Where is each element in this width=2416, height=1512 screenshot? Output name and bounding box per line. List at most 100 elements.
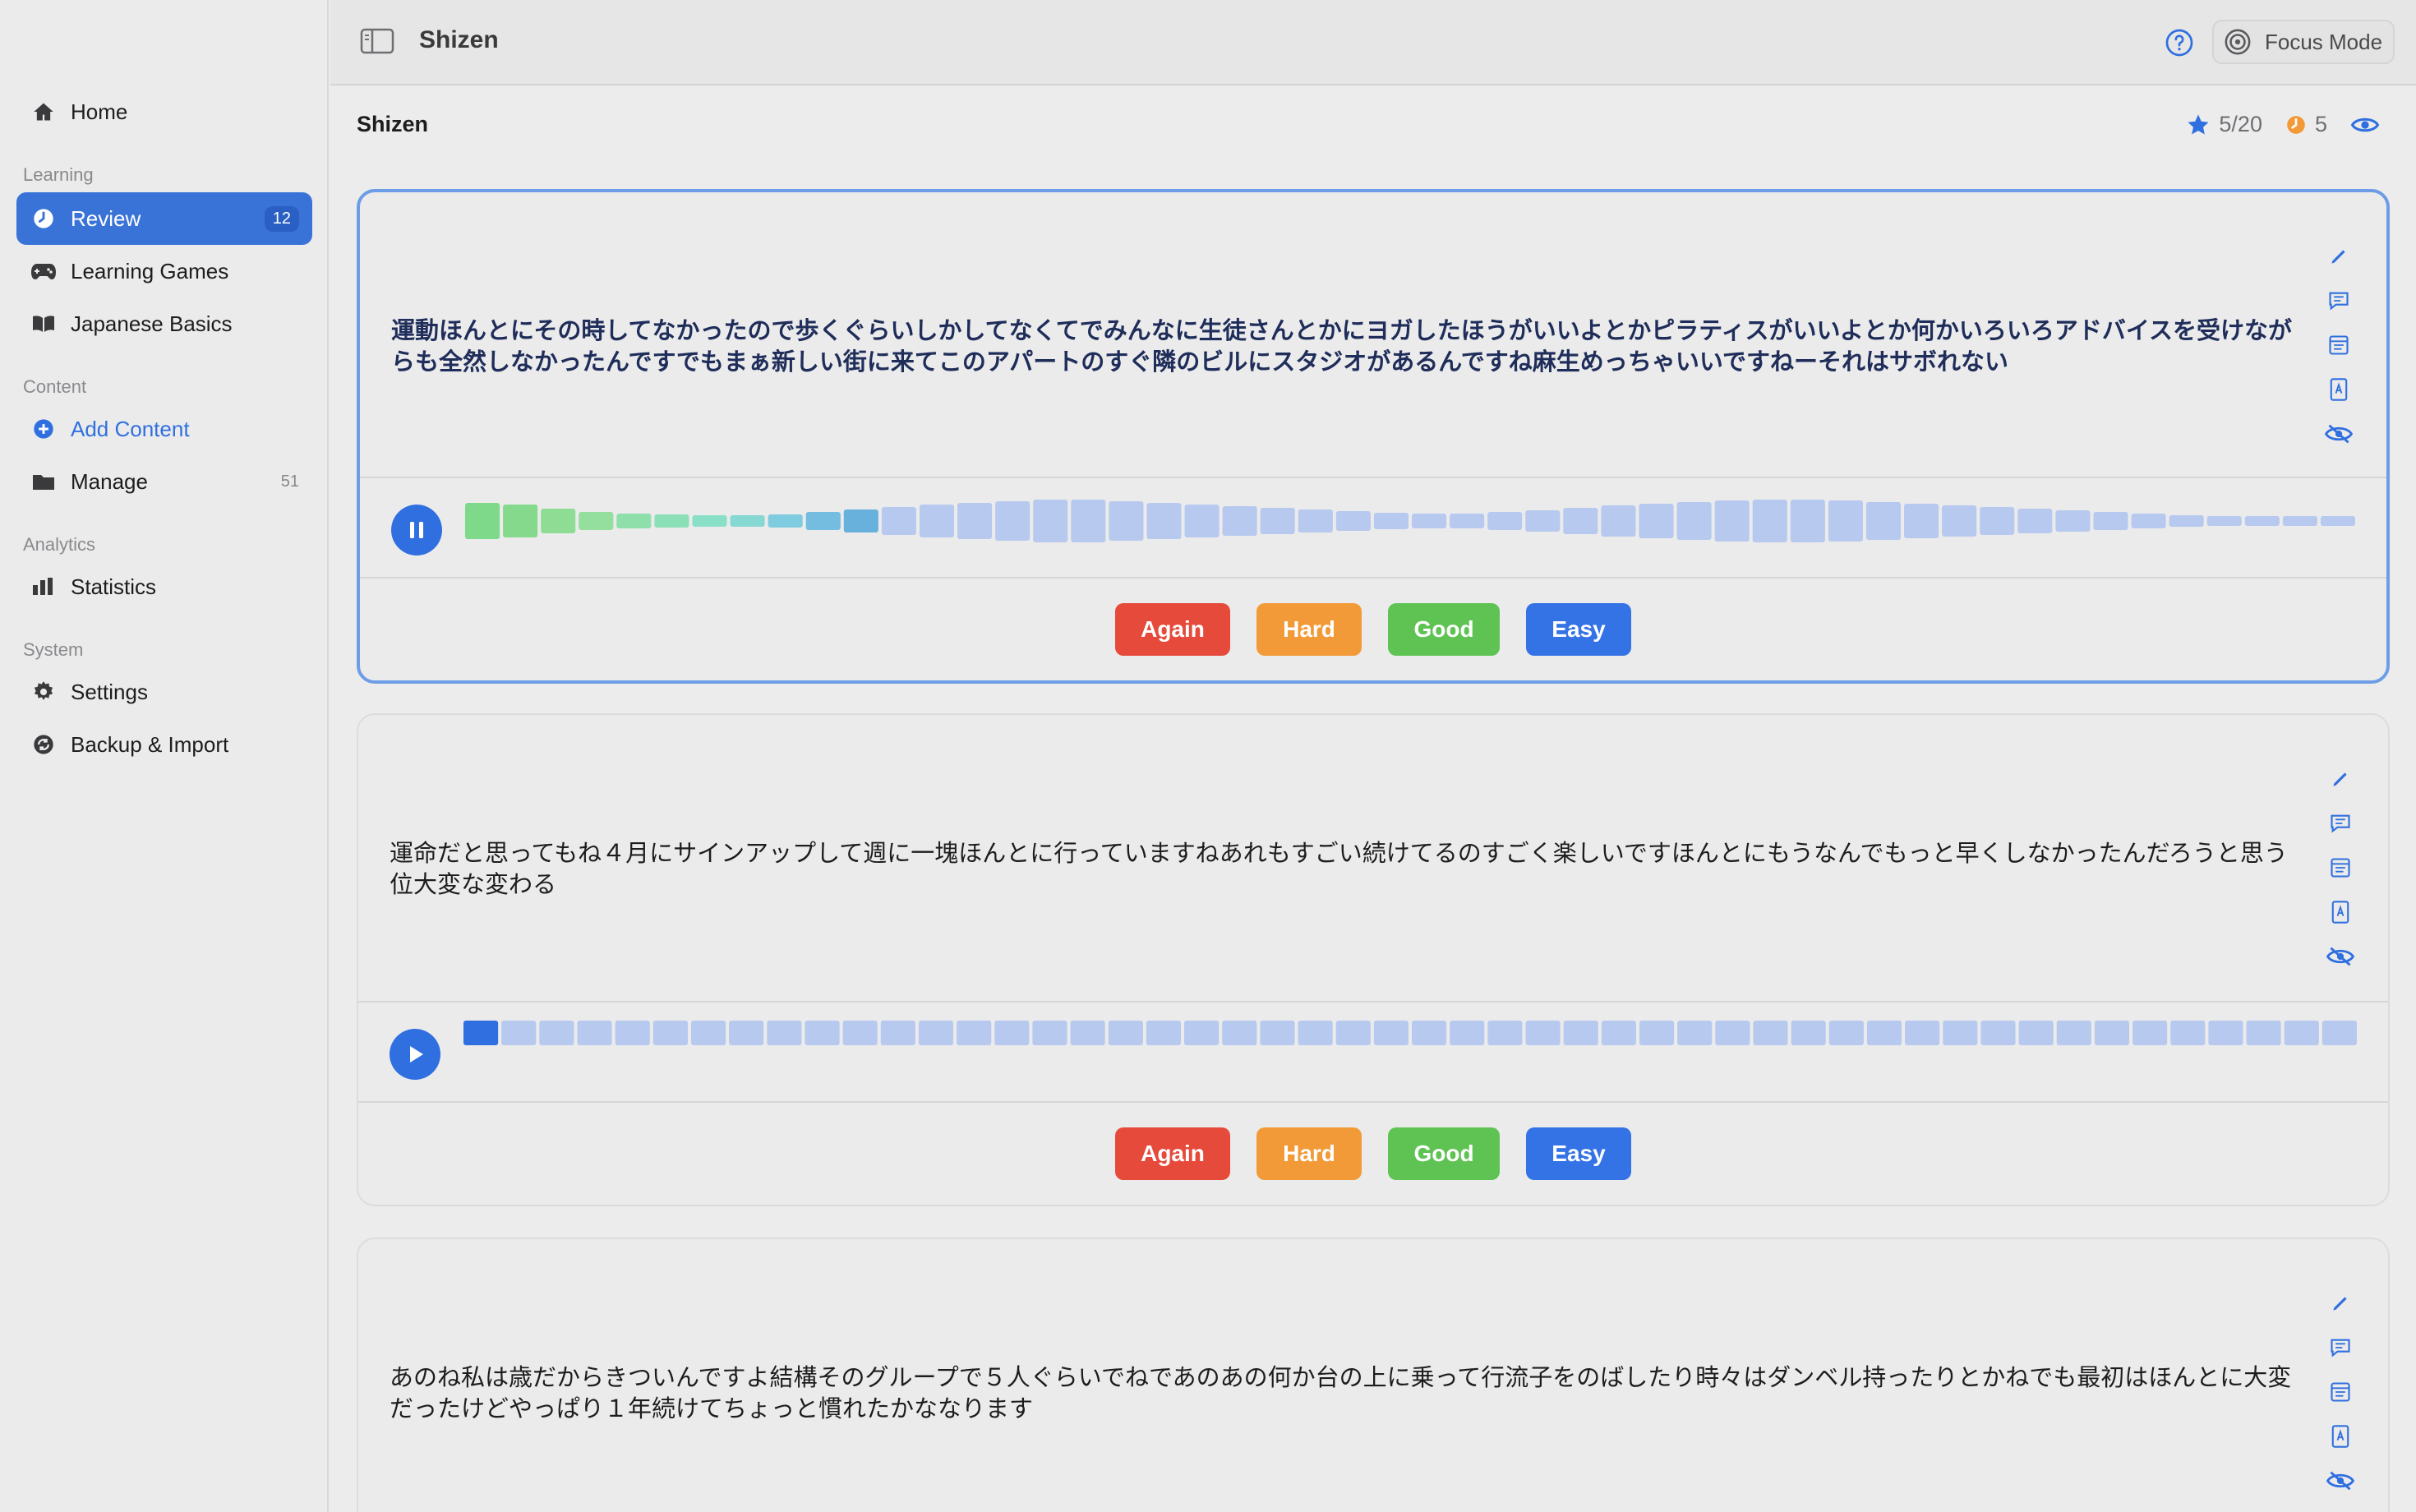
- sidebar-item-review[interactable]: Review 12: [16, 192, 312, 245]
- play-button[interactable]: [390, 1029, 440, 1080]
- easy-button[interactable]: Easy: [1526, 603, 1631, 656]
- waveform-bar: [1791, 1021, 1826, 1045]
- waveform-bar: [2018, 1021, 2054, 1045]
- house-icon: [30, 98, 58, 126]
- waveform-bar: [1373, 1021, 1409, 1045]
- waveform-bar: [1335, 511, 1371, 531]
- focus-mode-label: Focus Mode: [2265, 29, 2383, 54]
- easy-button[interactable]: Easy: [1526, 1127, 1631, 1180]
- waveform-bar: [2094, 1021, 2130, 1045]
- eye-slash-icon[interactable]: [2326, 1468, 2355, 1494]
- waveform-bar: [1790, 500, 1825, 542]
- waveform-bar-played: [465, 503, 500, 539]
- hard-button[interactable]: Hard: [1256, 1127, 1362, 1180]
- waveform-bar: [1639, 504, 1674, 538]
- comment-icon[interactable]: [2327, 288, 2350, 314]
- review-count-badge: 12: [264, 205, 299, 232]
- sentence-text: 運動ほんとにその時してなかったので歩くぐらいしかしてなくてでみんなに生徒さんとか…: [391, 318, 2293, 376]
- sidebar-item-label: Learning Games: [71, 258, 229, 284]
- waveform-bar: [1866, 1021, 1902, 1045]
- waveform-bar: [501, 1021, 537, 1045]
- waveform-bar: [1714, 500, 1750, 542]
- waveform-bar-played: [730, 515, 765, 527]
- waveform-bar: [1828, 1021, 1864, 1045]
- review-card-3[interactable]: あのね私は歳だからきついんですよ結構そのグループで５人ぐらいでねであのあの何か台…: [357, 1238, 2390, 1512]
- waveform-bar: [1032, 1021, 1067, 1045]
- timer-stat: 5: [2285, 112, 2327, 137]
- note-icon[interactable]: [2327, 332, 2350, 358]
- eye-slash-icon[interactable]: [2326, 943, 2355, 970]
- waveform-bar: [2321, 1021, 2357, 1045]
- edit-icon[interactable]: [2328, 243, 2349, 270]
- book-icon: [30, 310, 58, 338]
- waveform-bar: [1411, 514, 1447, 528]
- review-card-2[interactable]: 運命だと思ってもね４月にサインアップして週に一塊ほんとに行っていますねあれもすご…: [357, 713, 2390, 1206]
- dictionary-icon[interactable]: [2329, 1423, 2352, 1450]
- waveform-bar: [805, 1021, 840, 1045]
- waveform-bar: [918, 1021, 954, 1045]
- rating-buttons: Again Hard Good Easy: [360, 603, 2386, 656]
- waveform-bar: [1752, 500, 1787, 542]
- waveform-bar-played: [843, 509, 878, 532]
- audio-waveform[interactable]: [463, 1021, 2357, 1070]
- sentence-text: 運命だと思ってもね４月にサインアップして週に一塊ほんとに行っていますねあれもすご…: [390, 841, 2288, 898]
- comment-icon[interactable]: [2329, 810, 2352, 837]
- comment-icon[interactable]: [2329, 1335, 2352, 1361]
- divider: [360, 577, 2386, 579]
- waveform-bar: [1715, 1021, 1750, 1045]
- deck-title: Shizen: [357, 112, 429, 136]
- again-button[interactable]: Again: [1115, 603, 1230, 656]
- hard-button[interactable]: Hard: [1256, 603, 1362, 656]
- good-button[interactable]: Good: [1388, 603, 1500, 656]
- sidebar-item-backup-import[interactable]: Backup & Import: [16, 718, 312, 771]
- sidebar-item-statistics[interactable]: Statistics: [16, 560, 312, 613]
- waveform-bar: [1525, 510, 1561, 532]
- sync-icon: [30, 731, 58, 758]
- again-button[interactable]: Again: [1115, 1127, 1230, 1180]
- section-label-system: System: [23, 639, 84, 660]
- dictionary-icon[interactable]: [2329, 899, 2352, 925]
- dictionary-icon[interactable]: [2327, 376, 2350, 403]
- waveform-bar: [2093, 512, 2128, 530]
- waveform-bar: [2282, 516, 2317, 526]
- note-icon[interactable]: [2329, 855, 2352, 881]
- sidebar-item-label: Review: [71, 205, 141, 231]
- pause-icon: [410, 522, 423, 538]
- sidebar-item-japanese-basics[interactable]: Japanese Basics: [16, 297, 312, 350]
- waveform-bar: [1487, 1021, 1523, 1045]
- edit-icon[interactable]: [2330, 766, 2351, 792]
- waveform-bar: [842, 1021, 878, 1045]
- toolbar: Shizen Focus Mode: [330, 0, 2416, 85]
- card-actions: [2326, 766, 2355, 988]
- focus-mode-button[interactable]: Focus Mode: [2212, 20, 2395, 64]
- waveform-bar: [1563, 1021, 1598, 1045]
- waveform-bar: [767, 1021, 802, 1045]
- edit-icon[interactable]: [2330, 1290, 2351, 1316]
- waveform-bar: [1563, 508, 1598, 534]
- waveform-bar-played: [616, 514, 652, 528]
- sidebar-item-learning-games[interactable]: Learning Games: [16, 245, 312, 297]
- gamepad-icon: [30, 257, 58, 285]
- note-icon[interactable]: [2329, 1379, 2352, 1405]
- sidebar-item-manage[interactable]: Manage 51: [16, 455, 312, 508]
- session-stats: 5/20 5: [2163, 112, 2388, 137]
- help-icon[interactable]: [2165, 28, 2194, 62]
- visibility-toggle[interactable]: [2350, 113, 2388, 136]
- review-card-1[interactable]: 運動ほんとにその時してなかったので歩くぐらいしかしてなくてでみんなに生徒さんとか…: [357, 189, 2390, 684]
- good-button[interactable]: Good: [1388, 1127, 1500, 1180]
- sidebar: Home Learning Review 12 Learning Games J…: [0, 0, 329, 1512]
- star-icon: [2188, 114, 2209, 134]
- gear-icon: [30, 678, 58, 706]
- eye-slash-icon[interactable]: [2324, 421, 2354, 447]
- waveform-bar: [1677, 1021, 1713, 1045]
- waveform-bar: [2246, 1021, 2281, 1045]
- sidebar-item-add-content[interactable]: Add Content: [16, 403, 312, 455]
- waveform-bar: [539, 1021, 574, 1045]
- sidebar-toggle-icon[interactable]: [360, 26, 394, 60]
- audio-waveform[interactable]: [465, 496, 2355, 546]
- sidebar-item-settings[interactable]: Settings: [16, 666, 312, 718]
- eye-icon: [2350, 118, 2380, 131]
- pause-button[interactable]: [391, 505, 442, 555]
- card-actions: [2326, 1290, 2355, 1512]
- sidebar-item-home[interactable]: Home: [16, 85, 312, 138]
